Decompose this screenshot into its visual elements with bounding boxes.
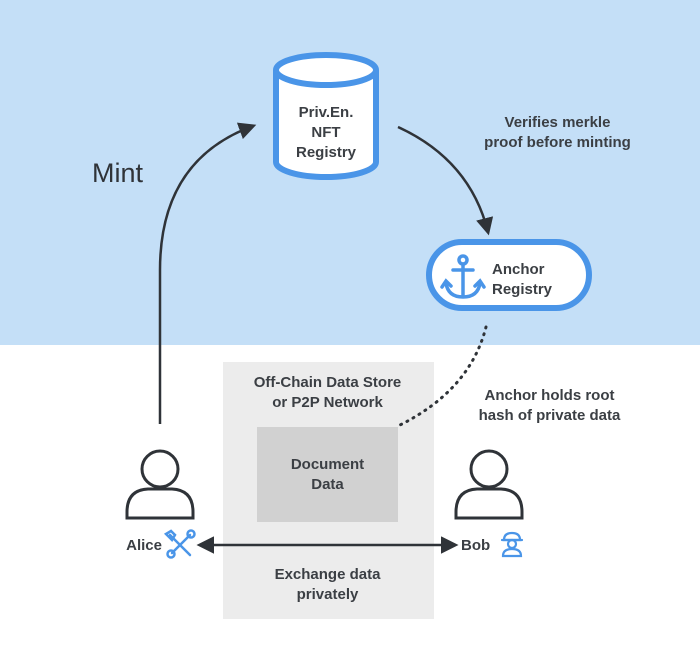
anchor-icon [440, 254, 486, 299]
document-data-box [257, 427, 398, 522]
anchor-registry-pill [426, 239, 592, 311]
nft-registry-line1: Priv.En. [298, 104, 354, 121]
anchor-note: Anchor holds root hash of private data [462, 386, 637, 426]
document-line1: Document [290, 456, 365, 473]
bob-label: Bob [461, 537, 491, 554]
alice-person-icon [125, 449, 195, 520]
verify-arrow [397, 125, 494, 236]
anchor-registry-line2: Registry [492, 281, 553, 298]
verifies-note-line2: proof before minting [484, 134, 631, 151]
nft-registry-database-icon [273, 52, 379, 180]
anchor-registry-line1: Anchor [492, 261, 545, 278]
nft-registry-line2: NFT [311, 124, 341, 141]
anchor-link-dotted [398, 325, 488, 427]
data-store-label: Off-Chain Data Store or P2P Network [225, 373, 430, 413]
alice-label: Alice [126, 537, 162, 554]
anchor-note-line2: hash of private data [478, 407, 621, 424]
tools-icon [163, 529, 196, 559]
mint-label: Mint [92, 158, 144, 188]
nft-registry-line3: Registry [295, 144, 357, 161]
nft-registry-label: Priv.En. NFT Registry [276, 103, 376, 163]
anchor-registry-label: Anchor Registry [492, 260, 572, 300]
verifies-note-line1: Verifies merkle [504, 114, 611, 131]
exchange-note-line1: Exchange data [274, 566, 381, 583]
bob-person-icon [454, 449, 524, 520]
mint-arrow [158, 122, 257, 424]
data-store-line1: Off-Chain Data Store [253, 374, 402, 391]
document-data-label: Document Data [257, 455, 398, 495]
data-store-line2: or P2P Network [272, 394, 383, 411]
worker-icon [500, 531, 524, 558]
exchange-note-line2: privately [296, 586, 359, 603]
document-line2: Data [311, 476, 344, 493]
anchor-note-line1: Anchor holds root [484, 387, 615, 404]
exchange-note: Exchange data privately [240, 565, 415, 605]
verifies-note: Verifies merkle proof before minting [470, 113, 645, 153]
